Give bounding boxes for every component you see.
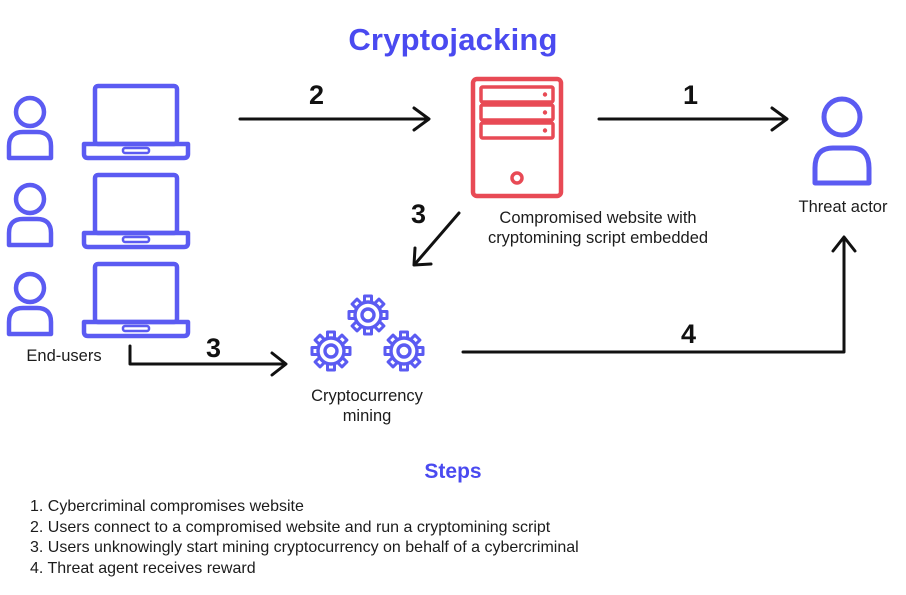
user-icon bbox=[6, 271, 54, 337]
threat-actor-label: Threat actor bbox=[798, 198, 888, 216]
step-item: 1. Cybercriminal compromises website bbox=[30, 498, 304, 515]
laptop-icon bbox=[81, 83, 191, 161]
mining-label-line-1: Cryptocurrency bbox=[311, 387, 423, 405]
website-label: Compromised website with cryptomining sc… bbox=[452, 208, 744, 248]
arrow-users-to-mining bbox=[128, 344, 288, 377]
step-item: 4. Threat agent receives reward bbox=[30, 559, 256, 577]
steps-list: 1. Cybercriminal compromises website 2. … bbox=[30, 497, 579, 579]
user-icon bbox=[6, 95, 54, 161]
server-led-dots bbox=[542, 92, 548, 133]
arrow-label-users-to-mining: 3 bbox=[206, 333, 222, 363]
server-icon bbox=[470, 76, 564, 199]
laptop-icon bbox=[81, 172, 191, 250]
arrow-users-to-website bbox=[238, 106, 431, 132]
arrow-website-to-actor bbox=[597, 106, 789, 132]
arrow-label-users-to-website: 2 bbox=[309, 80, 325, 110]
step-item: 2. Users connect to a compromised websit… bbox=[30, 518, 551, 536]
mining-label: Cryptocurrency mining bbox=[288, 386, 446, 426]
steps-title: Steps bbox=[424, 460, 482, 483]
arrow-label-website-to-mining: 3 bbox=[411, 199, 427, 229]
arrow-mining-to-actor bbox=[461, 235, 857, 354]
mining-label-line-2: mining bbox=[342, 407, 392, 425]
website-label-line-2: cryptomining script embedded bbox=[487, 229, 709, 247]
website-label-line-1: Compromised website with bbox=[499, 209, 697, 227]
step-item: 3. Users unknowingly start mining crypto… bbox=[30, 539, 579, 556]
arrow-website-to-mining bbox=[412, 211, 461, 267]
arrow-label-website-to-actor: 1 bbox=[683, 80, 699, 110]
arrow-label-mining-to-actor: 4 bbox=[681, 319, 697, 349]
diagram-title: Cryptojacking bbox=[348, 22, 558, 57]
end-users-label: End-users bbox=[26, 347, 102, 365]
mining-gears-icon bbox=[310, 294, 425, 372]
user-icon bbox=[6, 182, 54, 248]
threat-actor-icon bbox=[812, 96, 872, 186]
laptop-icon bbox=[81, 261, 191, 339]
